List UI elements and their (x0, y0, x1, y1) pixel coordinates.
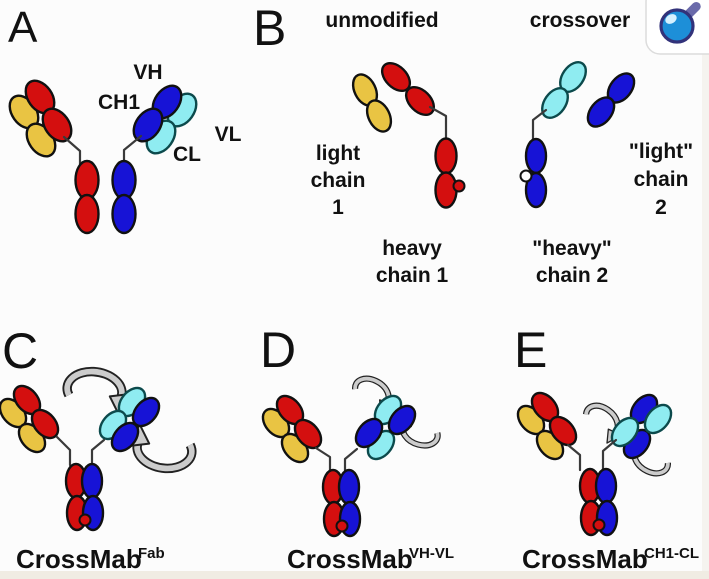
label-light-chain-2-l3: 2 (655, 196, 667, 219)
hinge-left (55, 435, 72, 467)
heavy-chain-blue-stem (111, 159, 137, 235)
hinge-right (343, 447, 359, 475)
sphere-highlight (665, 14, 677, 24)
magnifier-sphere-icon (659, 8, 695, 44)
hole-notch (519, 169, 533, 183)
label-light-chain-2-l2: chain (634, 168, 689, 191)
caption-crossmab-ch1cl-sup: CH1-CL (644, 545, 699, 562)
heavy-chain-red-stem (74, 159, 100, 235)
label-vh: VH (133, 61, 162, 84)
label-heavy-chain-2-l1: "heavy" (532, 237, 611, 260)
label-heavy-chain-1-l1: heavy (382, 237, 442, 260)
heavy-chain-1 (380, 61, 466, 209)
caption-crossmab-ch1cl: CrossMab (522, 544, 648, 574)
caption-crossmab-vhvl-sup: VH-VL (409, 545, 454, 562)
magnifier-logo-button[interactable] (645, 0, 709, 55)
label-heavy-chain-1-l2: chain 1 (376, 264, 449, 287)
heavy-chain-blue-arm (132, 84, 183, 143)
right-edge-strip (702, 0, 709, 579)
hinge-right (90, 438, 106, 467)
panel-e: E CrossMab CH1-CL (511, 322, 699, 574)
label-ch1: CH1 (98, 91, 140, 114)
fab-arm-vh-vl-crossed (354, 394, 417, 461)
panel-a-letter: A (8, 3, 38, 52)
panel-e-letter: E (514, 322, 547, 378)
header-unmodified: unmodified (325, 9, 438, 32)
knob-bump (452, 179, 466, 193)
panel-c: C CrossMab Fab (0, 323, 195, 574)
panel-d: D CrossMab VH-VL (256, 322, 454, 574)
panel-d-letter: D (260, 322, 296, 378)
heavy-chain-red-arm (24, 79, 73, 143)
hinge-left (62, 135, 82, 167)
panel-c-letter: C (2, 323, 38, 379)
panel-a: A (8, 3, 242, 235)
caption-crossmab-fab-sup: Fab (138, 545, 165, 562)
label-heavy-chain-2-l2: chain 2 (536, 264, 608, 287)
hinge-left (314, 446, 332, 475)
panel-b: B unmodified crossover light chain 1 hea… (253, 0, 693, 287)
label-light-chain-1-l2: chain (311, 169, 366, 192)
label-light-chain-1-l1: light (316, 142, 360, 165)
header-crossover: crossover (530, 9, 630, 32)
caption-crossmab-fab: CrossMab (16, 544, 142, 574)
bottom-edge-strip (0, 571, 709, 579)
hinge-right (601, 438, 618, 472)
light-chain-2 (586, 72, 636, 128)
label-light-chain-2-l1: "light" (629, 140, 693, 163)
fab-arm-crossed (98, 386, 161, 453)
label-light-chain-1-l3: 1 (332, 196, 344, 219)
light-chain-1 (351, 73, 393, 133)
heavy-chain-2 (519, 61, 587, 209)
antibody-a (8, 79, 198, 235)
hinge-left (566, 443, 582, 472)
panel-b-letter: B (253, 0, 286, 56)
label-cl: CL (173, 143, 201, 166)
fab-arm-ch1-cl-crossed (610, 393, 673, 460)
caption-crossmab-vhvl: CrossMab (287, 544, 413, 574)
label-vl: VL (215, 123, 242, 146)
